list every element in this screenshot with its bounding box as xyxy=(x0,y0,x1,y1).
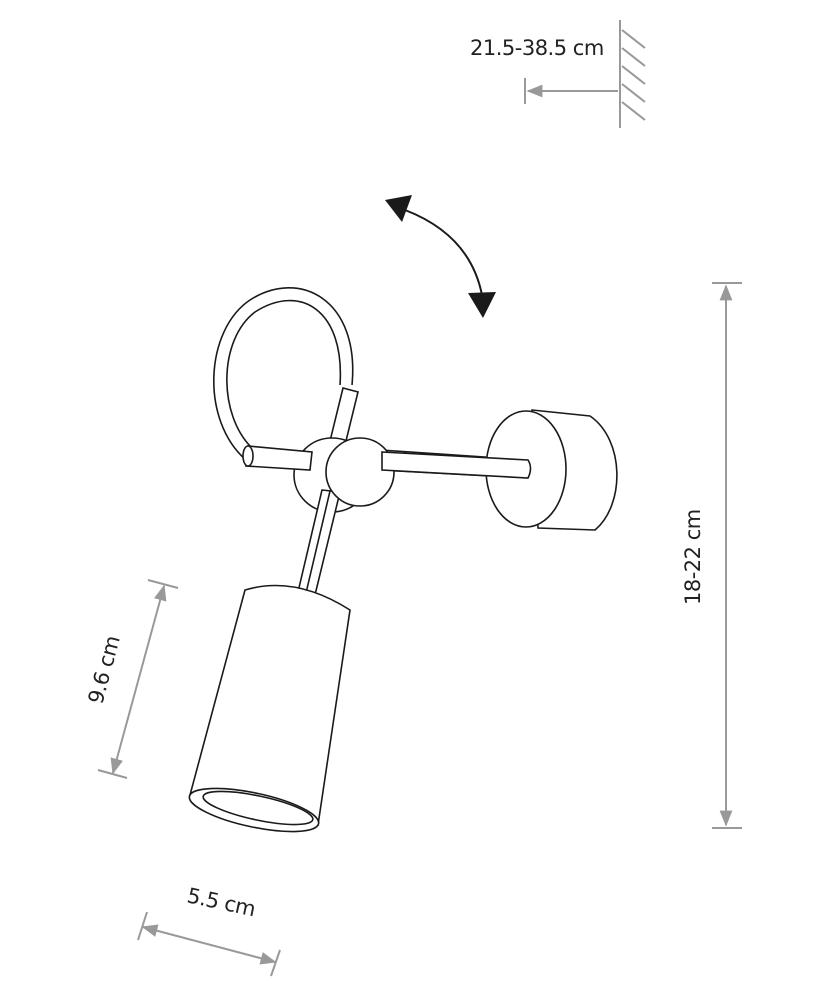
height-label: 18-22 cm xyxy=(681,509,705,605)
wall-hatch xyxy=(621,29,646,121)
wall-distance-label: 21.5-38.5 cm xyxy=(470,36,604,60)
shade-length-dimension: 9.6 cm xyxy=(84,579,179,779)
shade-diameter-dimension: 5.5 cm xyxy=(137,883,281,977)
wall-distance-dimension: 21.5-38.5 cm xyxy=(470,20,646,128)
lamp-illustration xyxy=(188,287,618,833)
rotation-arrow-icon xyxy=(385,195,496,318)
height-dimension: 18-22 cm xyxy=(681,282,742,829)
shade-length-label: 9.6 cm xyxy=(84,633,125,706)
shade-diameter-label: 5.5 cm xyxy=(185,883,258,921)
